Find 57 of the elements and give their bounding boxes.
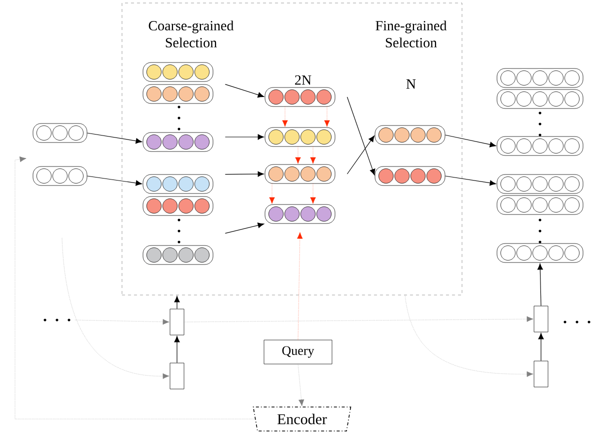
dotted-arrow	[74, 319, 170, 325]
arrow	[86, 176, 142, 186]
vector-bar	[496, 243, 584, 263]
arrow	[346, 96, 376, 176]
vector-bar	[374, 125, 446, 145]
dotted-arrow	[295, 146, 301, 164]
vector-bar	[374, 166, 446, 186]
heading: Coarse-grained Selection	[148, 20, 234, 48]
encoder-trapezoid: Encoder	[252, 406, 352, 432]
vector-bar	[32, 166, 88, 186]
arrow	[224, 171, 264, 177]
vector-bar	[142, 84, 214, 104]
cell-box	[534, 360, 548, 388]
vector-bar	[142, 245, 214, 265]
cell-box	[534, 306, 548, 332]
arrow	[224, 222, 264, 234]
dotted-arrow	[310, 184, 316, 204]
vector-bar	[496, 136, 584, 156]
dotted-arrow	[282, 106, 288, 127]
cell-box	[170, 362, 184, 390]
vector-bar	[142, 196, 214, 216]
vector-bar	[142, 174, 214, 194]
arrow	[174, 296, 180, 310]
vector-bar	[264, 127, 336, 147]
dotted-arrow	[310, 146, 316, 164]
arrow	[538, 333, 544, 362]
vector-bar	[264, 164, 336, 184]
arrow	[444, 176, 496, 186]
dotted-arrow	[269, 184, 275, 204]
dotted-arrow	[62, 238, 170, 379]
dotted-arrow	[297, 232, 303, 340]
dotted-arrow	[324, 106, 330, 127]
vector-bar	[264, 87, 336, 107]
cell-box	[170, 308, 184, 336]
arrow	[174, 336, 180, 364]
dotted-arrow	[298, 364, 304, 406]
vector-bar	[496, 68, 584, 88]
vector-bar	[142, 132, 214, 152]
dotted-arrow	[404, 295, 534, 377]
vector-bar	[496, 174, 584, 194]
query-box: Query	[264, 340, 332, 364]
arrow	[86, 132, 142, 144]
arrow	[537, 264, 543, 306]
vector-bar	[264, 204, 336, 224]
vector-bar	[496, 195, 584, 215]
arrow	[224, 84, 264, 98]
vector-bar	[496, 89, 584, 109]
dotted-arrow	[184, 316, 534, 322]
vector-bar	[142, 62, 214, 82]
heading: Fine-grained Selection	[376, 20, 447, 48]
count-label: N	[406, 79, 416, 89]
dotted-arrow	[14, 156, 256, 420]
arrow	[224, 134, 264, 140]
arrow	[346, 136, 374, 174]
arrow	[444, 134, 496, 148]
selection-region-box	[122, 2, 462, 296]
vector-bar	[32, 123, 88, 143]
